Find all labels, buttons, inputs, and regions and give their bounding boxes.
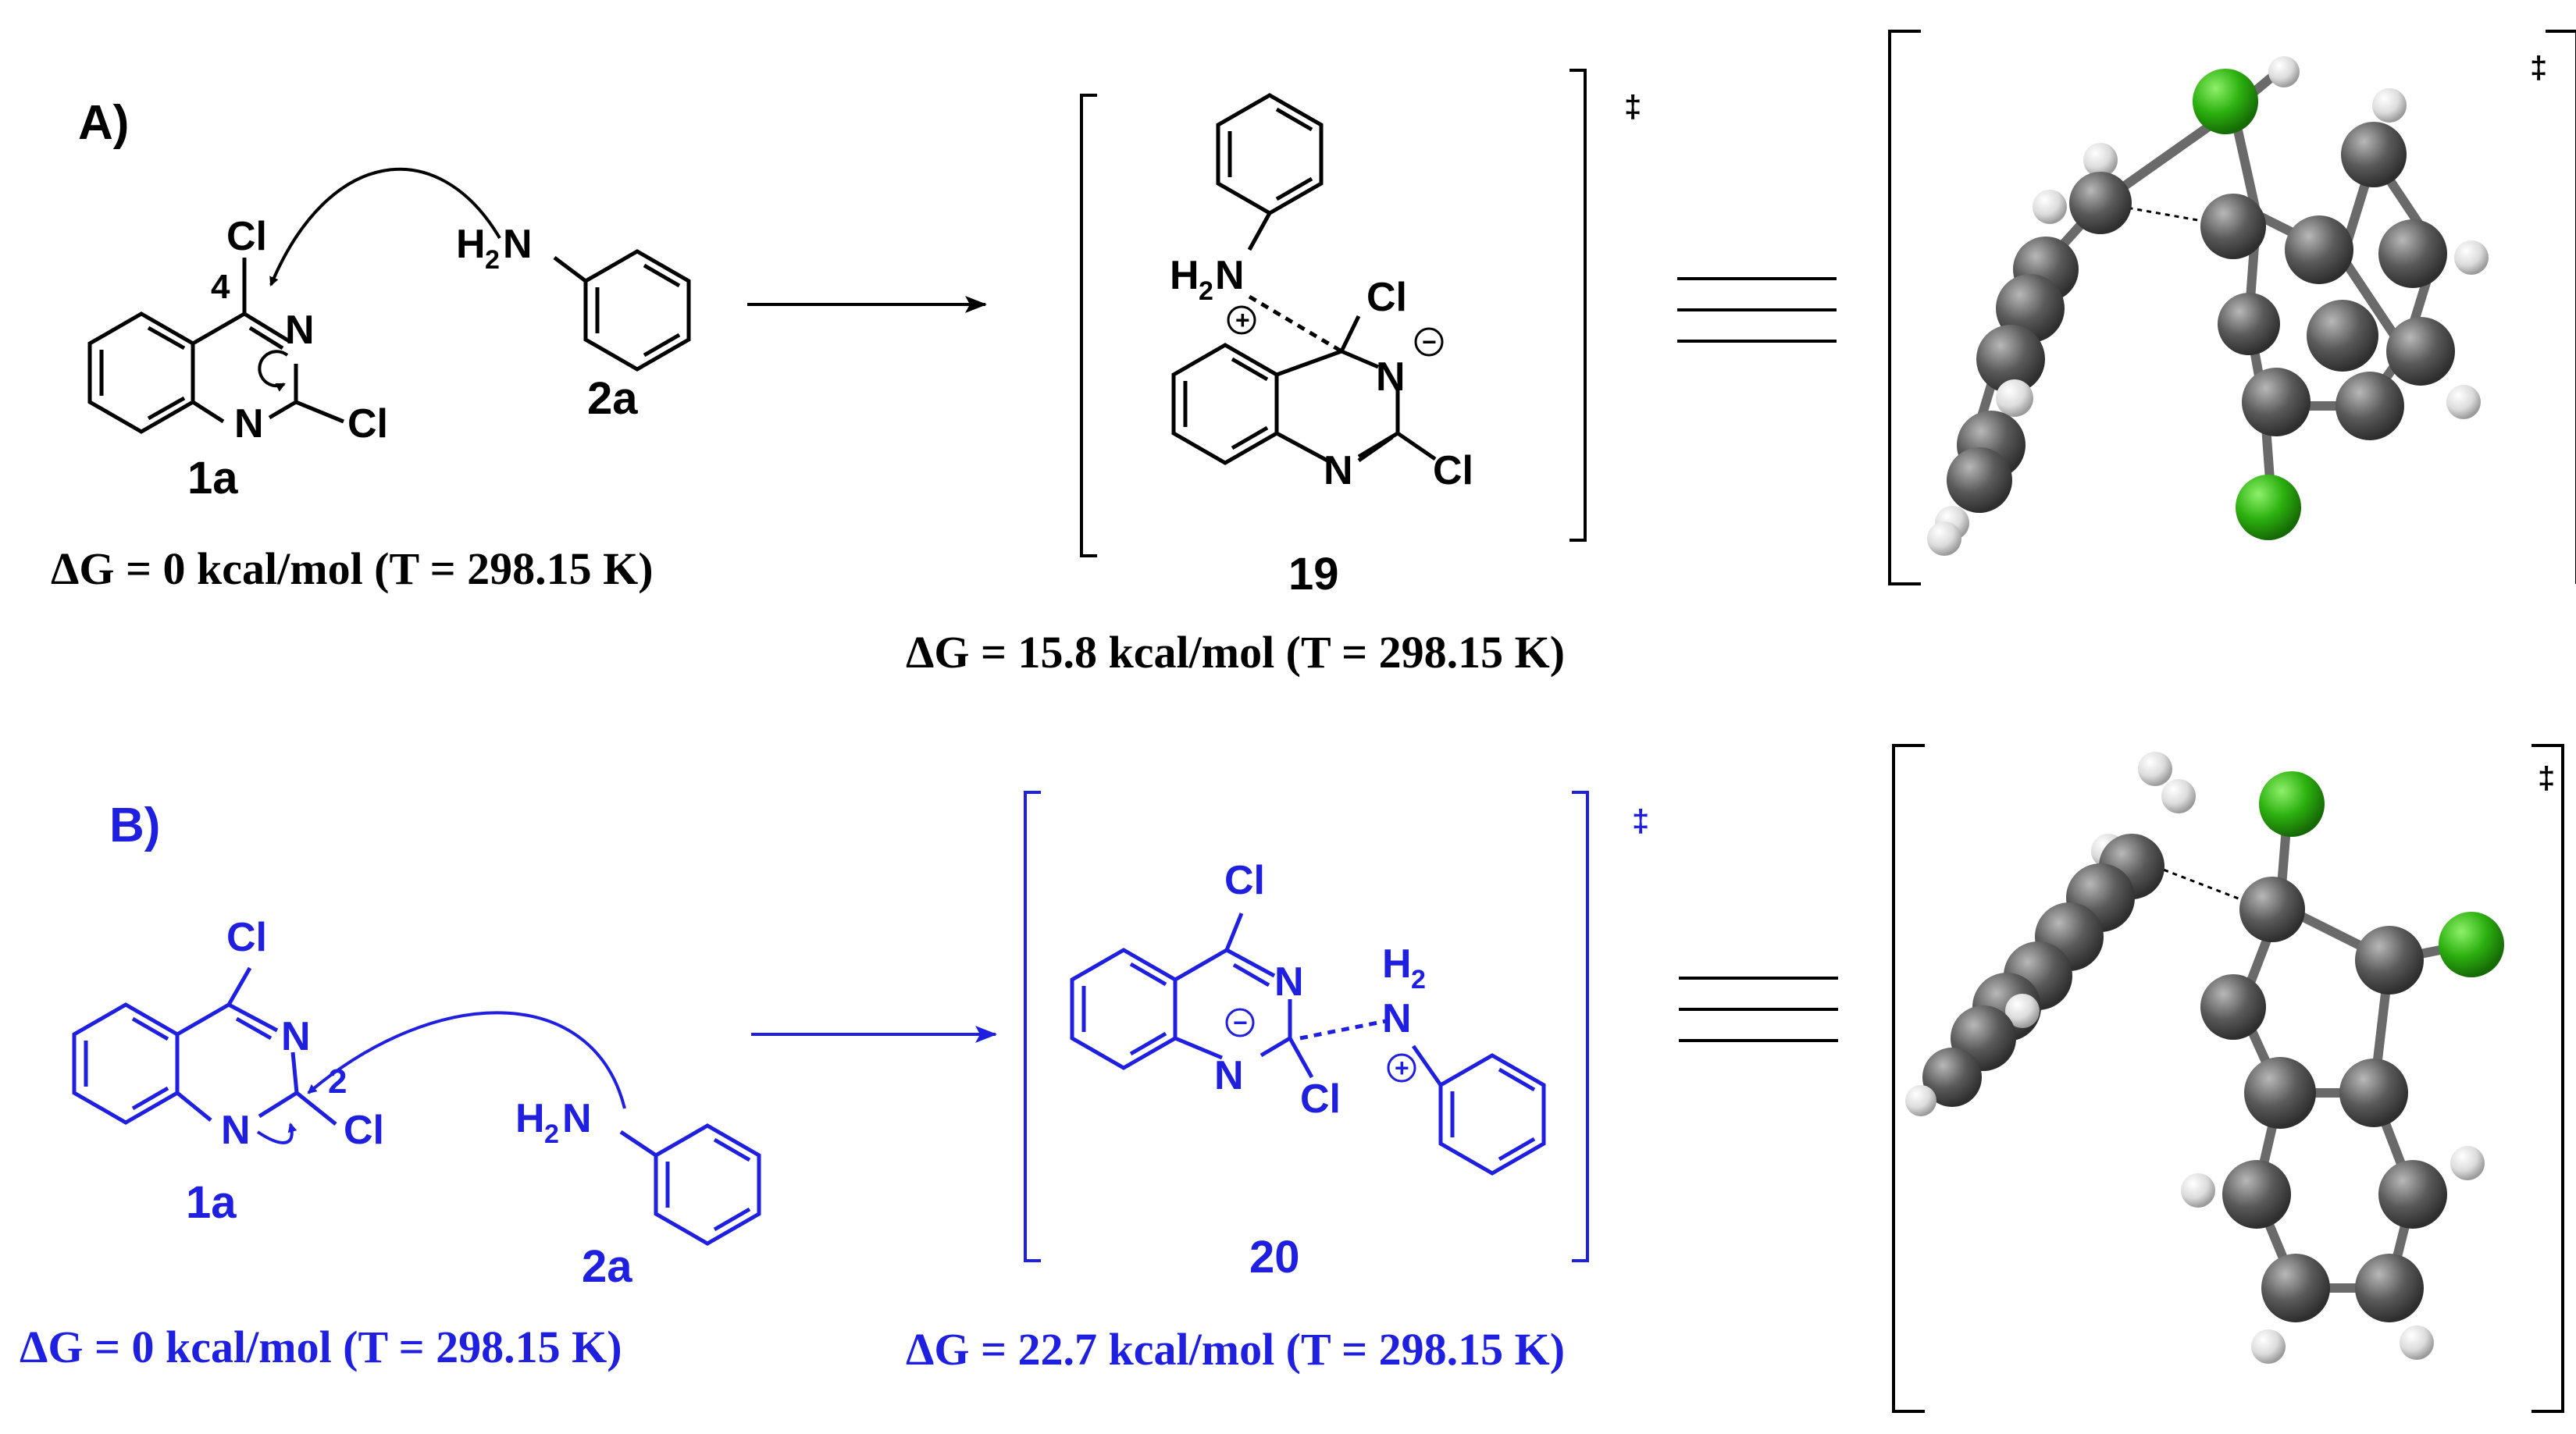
forming-bond xyxy=(1248,294,1343,354)
ts-dagger: ‡ xyxy=(1624,90,1641,124)
model-bracket-left xyxy=(1888,30,1921,585)
minus-charge-circle xyxy=(1414,327,1444,357)
forming-bond xyxy=(1299,1019,1387,1041)
ts-bracket-left xyxy=(1024,791,1041,1262)
ts-bracket-right xyxy=(1569,69,1587,542)
ts-19-label: 19 xyxy=(1288,549,1339,600)
ts-20-label: 20 xyxy=(1249,1232,1300,1283)
ts-cl-4: Cl xyxy=(1224,858,1265,903)
ts-amine-subscript: 2 xyxy=(1199,276,1213,306)
ts-cl-4: Cl xyxy=(1366,275,1407,320)
ts-cl-2: Cl xyxy=(1433,448,1473,493)
aniline-2a-structure xyxy=(619,1123,761,1246)
panel-a: A) Cl 4 N N Cl 1a xyxy=(51,30,2576,678)
model-dagger: ‡ xyxy=(2530,51,2547,85)
amine-n: N xyxy=(562,1096,592,1141)
panel-a-label: A) xyxy=(78,96,129,150)
plus-charge-circle xyxy=(1387,1053,1416,1083)
ts-cl-2: Cl xyxy=(1300,1076,1341,1122)
model-bracket-right xyxy=(2531,744,2564,1413)
attack-arrow xyxy=(269,167,501,286)
ts-n1: N xyxy=(1214,1053,1244,1098)
ts-minus-sign: − xyxy=(1233,1009,1248,1037)
ts-20-structure xyxy=(1070,913,1546,1176)
ts-amine-h: H xyxy=(1382,941,1412,987)
reactant-1a-structure xyxy=(72,966,626,1144)
minus-charge-circle xyxy=(1225,1008,1255,1037)
plus-charge-circle xyxy=(1227,305,1256,335)
benzo-ring xyxy=(1171,343,1279,465)
ts-energy: ΔG = 15.8 kcal/mol (T = 298.15 K) xyxy=(906,627,1565,678)
panel-b-label: B) xyxy=(109,799,160,852)
ts-n3: N xyxy=(1274,959,1304,1005)
amine-h: H xyxy=(456,222,486,267)
amine-h: H xyxy=(515,1096,545,1141)
atom-n3: N xyxy=(285,308,315,353)
ts-energy: ΔG = 22.7 kcal/mol (T = 298.15 K) xyxy=(906,1324,1565,1375)
atom-cl-2: Cl xyxy=(347,401,388,447)
ts-minus-sign: − xyxy=(1422,328,1437,356)
compound-1a-label: 1a xyxy=(187,453,238,504)
aniline-2a-structure xyxy=(553,249,691,372)
compound-2a-label: 2a xyxy=(587,373,638,424)
atom-cl-2: Cl xyxy=(344,1108,384,1153)
benzo-ring xyxy=(72,1002,180,1125)
phenyl-ring xyxy=(1216,93,1324,215)
ts-bracket-right xyxy=(1572,791,1589,1262)
benzo-ring xyxy=(87,311,195,434)
amine-h-subscript: 2 xyxy=(544,1119,559,1149)
ts-n1: N xyxy=(1324,448,1353,493)
attack-arrow xyxy=(307,1011,626,1109)
model-bracket-right xyxy=(2546,30,2576,584)
equivalence-sign xyxy=(1677,277,1837,343)
atom-n3: N xyxy=(281,1014,311,1059)
compound-2a-label: 2a xyxy=(582,1241,632,1292)
ts-plus-sign: + xyxy=(1235,306,1250,334)
equivalence-sign xyxy=(1679,977,1838,1042)
reactant-energy: ΔG = 0 kcal/mol (T = 298.15 K) xyxy=(20,1322,622,1372)
phenyl-ring xyxy=(583,249,691,372)
position-2-label: 2 xyxy=(328,1062,347,1101)
reactant-energy: ΔG = 0 kcal/mol (T = 298.15 K) xyxy=(51,543,654,594)
ts-19-3d-model xyxy=(1927,56,2489,556)
benzo-ring xyxy=(1070,948,1178,1070)
ts-amine-subscript: 2 xyxy=(1411,965,1426,995)
model-dagger: ‡ xyxy=(2538,761,2555,795)
ts-bracket-left xyxy=(1080,94,1097,557)
ts-20-3d-model xyxy=(1905,752,2504,1364)
model-bracket-left xyxy=(1892,744,1925,1413)
ts-n3: N xyxy=(1376,354,1406,400)
atom-n1: N xyxy=(221,1108,251,1153)
ts-19-structure xyxy=(1171,93,1444,465)
atom-n1: N xyxy=(234,401,264,447)
ts-amine-h: H xyxy=(1170,253,1199,298)
ts-amine-n: N xyxy=(1382,996,1412,1041)
amine-h-subscript: 2 xyxy=(485,245,500,275)
atom-cl-4: Cl xyxy=(226,214,267,259)
atom-cl-4: Cl xyxy=(226,915,267,960)
ts-dagger: ‡ xyxy=(1632,804,1649,838)
phenyl-ring xyxy=(654,1123,761,1246)
reactant-1a-structure xyxy=(87,167,501,434)
ts-amine-n: N xyxy=(1215,253,1245,298)
compound-1a-label: 1a xyxy=(186,1177,237,1228)
position-4-label: 4 xyxy=(211,268,230,306)
ts-plus-sign: + xyxy=(1395,1054,1409,1082)
c4a-c4-bond xyxy=(191,311,246,346)
amine-n: N xyxy=(503,222,533,267)
phenyl-ring xyxy=(1438,1053,1546,1176)
panel-b: B) Cl N 2 N Cl 1a xyxy=(20,744,2564,1413)
